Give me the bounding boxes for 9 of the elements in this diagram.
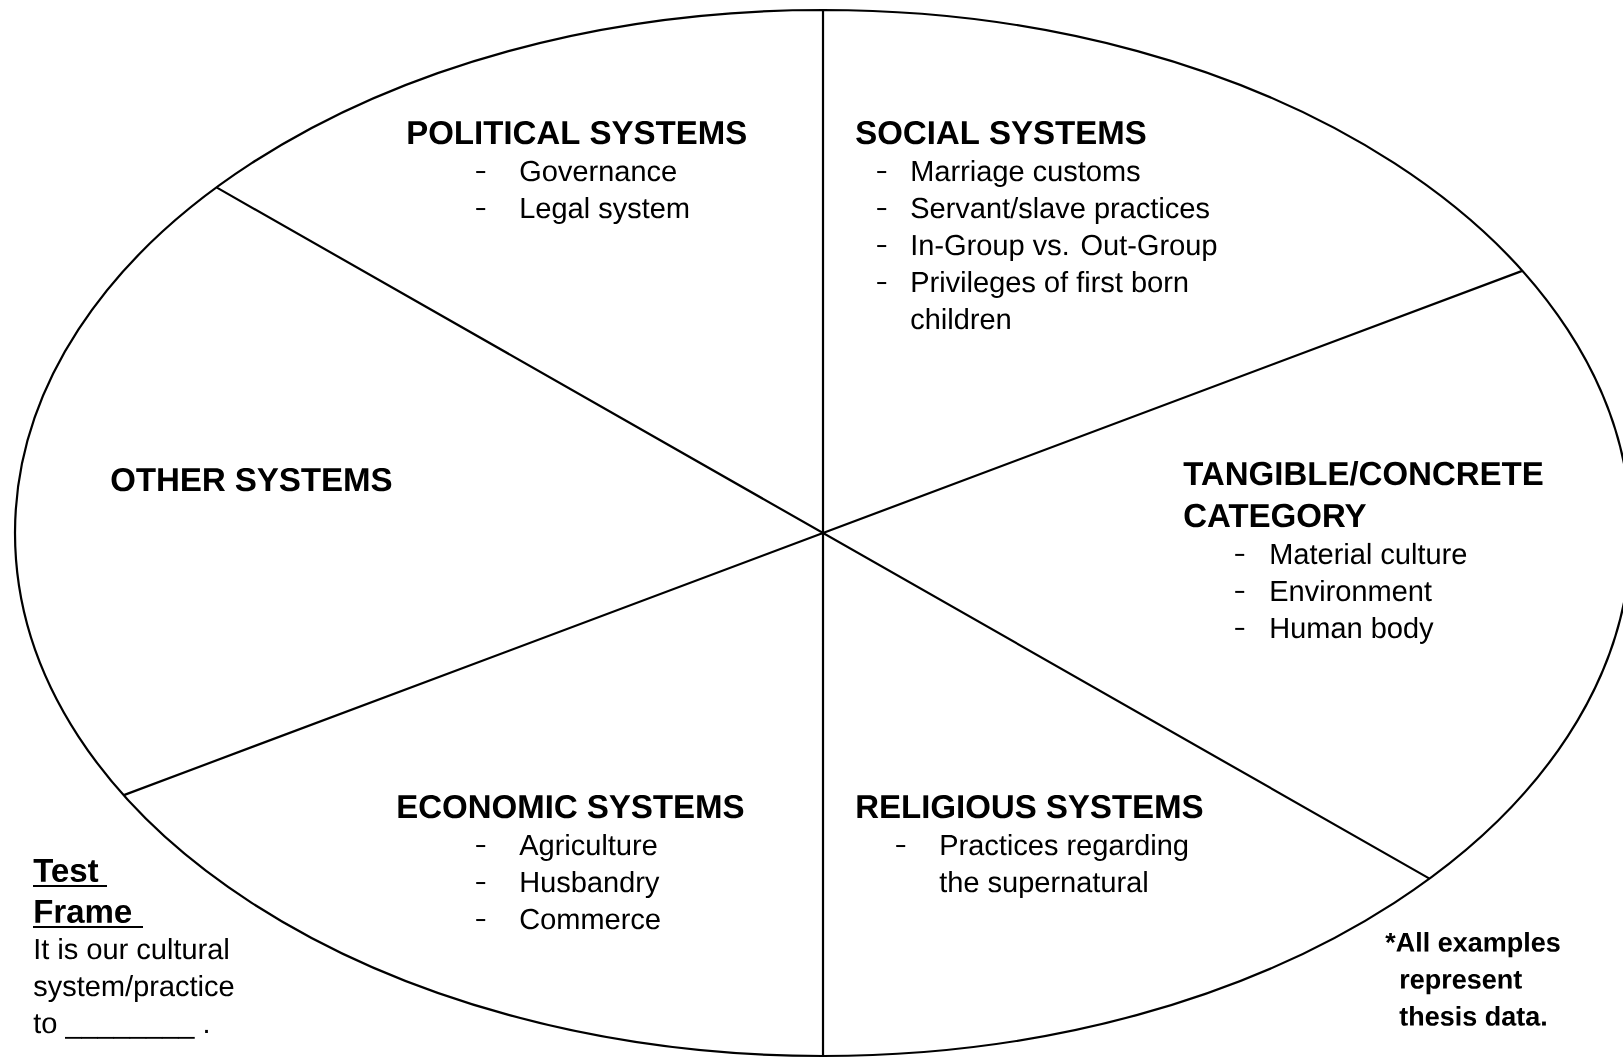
category-text: ECONOMIC SYSTEMS Agriculture Husbandry Commerce (398, 795, 744, 930)
footnote-text: *All examples represent thesis data. (1385, 932, 1560, 1026)
fill-in-sentence: It is our cultural system/practice to ________ . (33, 938, 234, 1039)
category-text: POLITICAL SYSTEMS Governance Legal system (408, 121, 746, 225)
heading-text: Test Frame (32, 859, 144, 928)
category-text: OTHER SYSTEMS (111, 468, 392, 492)
category-text: TANGIBLE/CONCRETE CATEGORY Material culture Environment Human body (1183, 461, 1543, 644)
category-text: RELIGIOUS SYSTEMS Practices regarding the supernatural (857, 795, 1203, 899)
category-text: SOCIAL SYSTEMS Marriage customs Servant/slave practices In-Group vs. Out-Group Privileges of first born children (856, 121, 1217, 330)
